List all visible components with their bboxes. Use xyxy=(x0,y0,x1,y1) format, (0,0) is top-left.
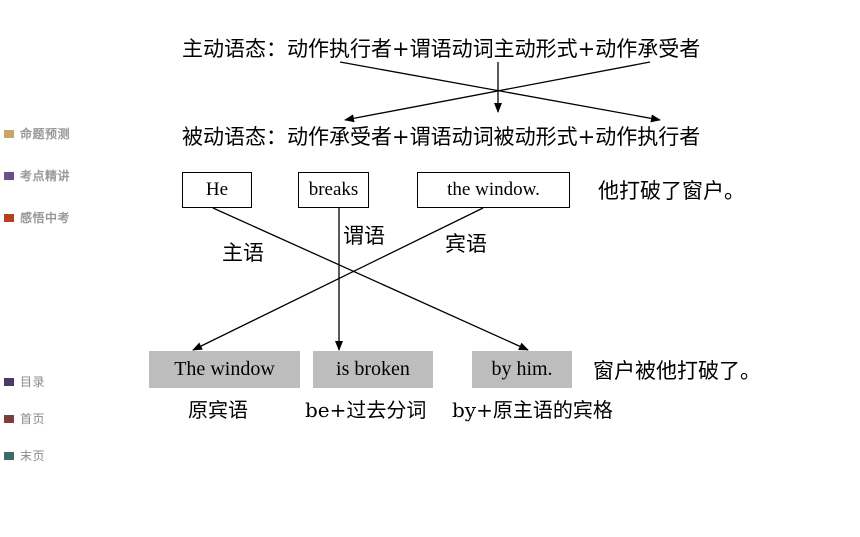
nav-item-home[interactable]: 首页 xyxy=(4,410,45,427)
nav-square-icon xyxy=(4,414,14,423)
active-translation: 他打破了窗户。 xyxy=(598,179,745,203)
nav-square-icon xyxy=(4,377,14,386)
active-word-subject: He xyxy=(182,172,252,208)
nav-item-last-page[interactable]: 末页 xyxy=(4,447,45,464)
passive-word-predicate: is broken xyxy=(313,351,433,388)
nav-label: 末页 xyxy=(20,449,46,463)
nav-item-contents[interactable]: 目录 xyxy=(4,373,45,390)
passive-word-agent: by him. xyxy=(472,351,572,388)
nav-square-icon xyxy=(4,171,14,180)
nav-label: 考点精讲 xyxy=(20,169,71,183)
nav-label: 感悟中考 xyxy=(20,211,71,225)
passive-role-predicate: be+过去分词 xyxy=(305,398,427,422)
role-object: 宾语 xyxy=(445,232,487,256)
role-predicate: 谓语 xyxy=(343,224,385,248)
passive-translation: 窗户被他打破了。 xyxy=(593,359,761,383)
role-subject: 主语 xyxy=(222,241,264,265)
passive-role-subject: 原宾语 xyxy=(188,398,248,422)
nav-square-icon xyxy=(4,451,14,460)
passive-word-subject: The window xyxy=(149,351,300,388)
nav-item-mingti-yuce[interactable]: 命题预测 xyxy=(4,125,70,142)
passive-voice-formula: 被动语态：动作承受者+谓语动词被动形式+动作执行者 xyxy=(182,125,701,149)
active-word-predicate: breaks xyxy=(298,172,369,208)
nav-square-icon xyxy=(4,213,14,222)
nav-item-kaodian-jingjiang[interactable]: 考点精讲 xyxy=(4,167,70,184)
active-voice-formula: 主动语态：动作执行者+谓语动词主动形式+动作承受者 xyxy=(182,37,701,61)
nav-label: 命题预测 xyxy=(20,127,71,141)
nav-square-icon xyxy=(4,129,14,138)
nav-label: 首页 xyxy=(20,412,46,426)
active-word-object: the window. xyxy=(417,172,570,208)
nav-label: 目录 xyxy=(20,375,46,389)
nav-item-ganwu-zhongkao[interactable]: 感悟中考 xyxy=(4,209,70,226)
passive-role-agent: by+原主语的宾格 xyxy=(452,398,613,422)
